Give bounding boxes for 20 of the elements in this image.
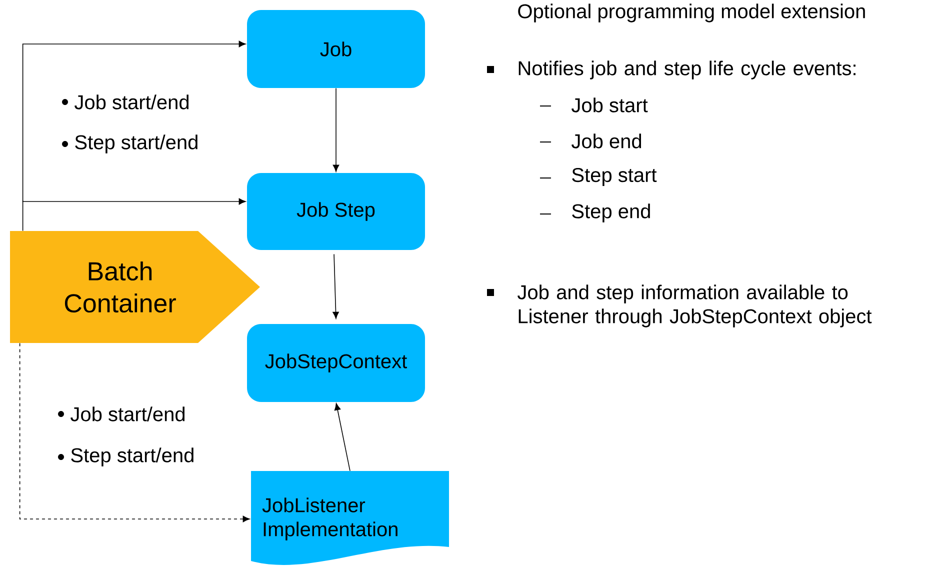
bullet-text: Step start xyxy=(572,168,657,186)
bullet-text: Job start/end xyxy=(74,94,189,110)
bullet-text: Job start xyxy=(572,98,648,112)
process-box: Job Step xyxy=(247,173,425,250)
arrow xyxy=(332,88,340,172)
bullet-text: Job start/end xyxy=(70,406,185,422)
bullet-text: Step start/end xyxy=(71,448,194,466)
arrow xyxy=(19,342,250,522)
bullet-text: Notifies job and step life cycle events: xyxy=(518,60,856,80)
arrow xyxy=(332,254,339,319)
bullet-text: Job and step information available to Listener through JobStepContext object xyxy=(518,284,872,328)
arrow xyxy=(334,403,350,472)
process-box: Job xyxy=(247,10,425,88)
arrow xyxy=(22,198,246,205)
bullet-text: Step end xyxy=(572,204,650,222)
arrow xyxy=(22,40,246,232)
process-box: JobStepContext xyxy=(247,324,425,402)
bullet-text: Job end xyxy=(572,134,642,148)
bullet-text: Step start/end xyxy=(75,134,198,154)
heading-text: Optional programming model extension xyxy=(518,4,865,22)
